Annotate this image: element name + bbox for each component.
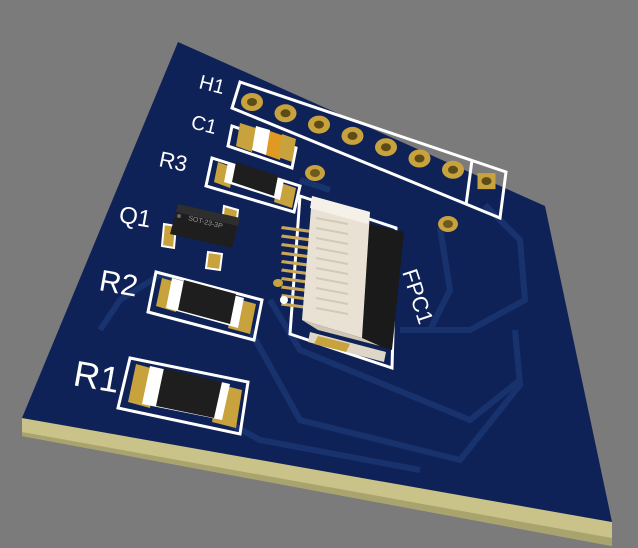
h1-pin-hole [414, 154, 425, 163]
h1-pin1-divider [464, 159, 474, 206]
via-hole [443, 220, 453, 228]
r3-component [204, 156, 302, 214]
fpc1-rib [315, 277, 349, 285]
fpc1-rib [315, 217, 349, 225]
fpc1-contacts [281, 226, 312, 310]
q1-pin1-dot [177, 214, 181, 218]
traces [97, 177, 529, 473]
r2-component [146, 270, 264, 342]
r1-designator: R1 [71, 353, 123, 401]
h1-pin-hole [448, 165, 458, 174]
h1-pin-hole [314, 120, 324, 129]
h1-pin-hole [347, 131, 358, 140]
fpc1-mount [273, 279, 283, 287]
c1-component [226, 123, 298, 170]
fpc1-contact [281, 277, 312, 284]
fpc1-rib [315, 307, 349, 315]
h1-pins [241, 93, 496, 190]
fpc1-ribs [315, 217, 349, 315]
fpc1-rib [315, 247, 349, 255]
fpc1-contact [281, 285, 312, 293]
fpc1-pin1-dot [280, 296, 288, 304]
fpc1-rib [315, 227, 349, 235]
fpc1-rib [315, 267, 349, 275]
r1-component [116, 356, 250, 436]
fpc1-rib [315, 237, 349, 245]
h1-pin-hole [280, 109, 291, 118]
r2-designator: R2 [97, 264, 141, 303]
fpc1-rib [315, 287, 349, 295]
q1-component: SOT-23-3P [160, 204, 240, 272]
board-edge-shade [22, 432, 612, 546]
fpc1-rib [315, 257, 349, 265]
fpc1-contact [281, 226, 312, 233]
q1-designator: Q1 [117, 201, 153, 233]
fpc1-contact [281, 251, 312, 259]
h1-pin-hole [381, 143, 391, 152]
fpc1-contact [281, 268, 312, 276]
r3-designator: R3 [157, 146, 190, 176]
h1-pin-hole [481, 177, 492, 186]
fpc1-contact [281, 260, 312, 267]
via-hole [310, 169, 320, 177]
fpc1-contact [281, 243, 312, 250]
fpc1-rib [315, 297, 349, 305]
fpc1-contact [281, 234, 312, 242]
h1-pin-hole [247, 98, 257, 106]
fpc1-component [273, 193, 404, 371]
h1-outline [230, 80, 508, 221]
